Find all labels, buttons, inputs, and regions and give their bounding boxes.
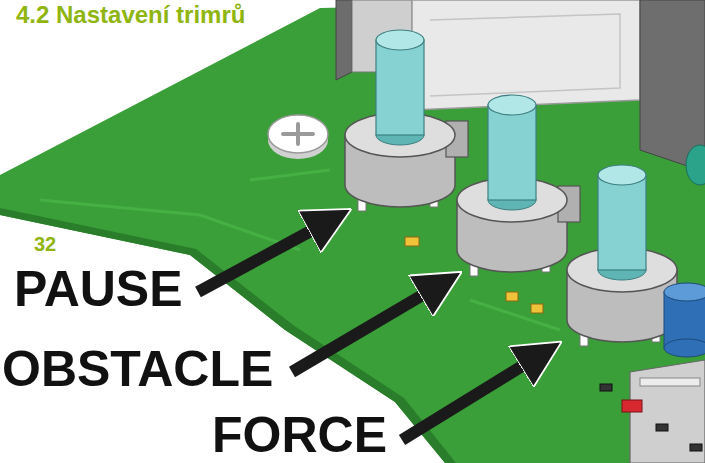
connector-block [412,0,640,110]
smd-part [531,304,543,313]
smd-part [600,384,612,391]
pointer-arrow [402,361,531,441]
trimmer [457,95,580,276]
trimmer-label: PAUSE [14,264,183,314]
smd-part [656,424,668,431]
relay-side [336,0,352,80]
section-title: 4.2 Nastavení trimrů [16,3,245,27]
capacitor-top [686,145,705,185]
trimmer-label: FORCE [212,410,387,460]
connector-detail [430,14,620,96]
trimmer [567,165,677,346]
trimmer-label: OBSTACLE [2,344,273,394]
smd-part [690,444,702,451]
callout-number: 32 [34,234,56,254]
trimmer [345,30,468,211]
board-edge [0,208,456,463]
pointer-arrow [292,290,431,372]
pointer-arrow [198,226,320,292]
smd-part [506,292,518,301]
smd-part [405,237,419,246]
blue-capacitor [664,283,705,357]
red-led [622,400,642,412]
screw [268,115,328,159]
